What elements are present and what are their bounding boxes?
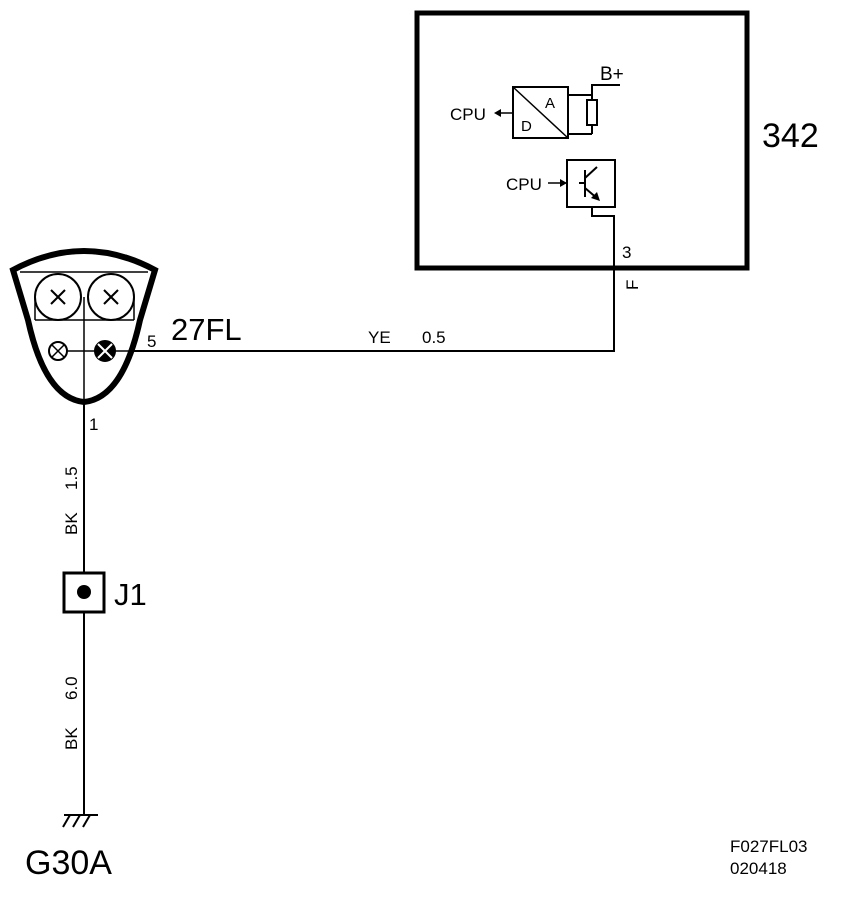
cpu-out-arrow-icon (494, 109, 501, 117)
ecu-pin-number: 3 (622, 243, 631, 262)
lamp-assembly: 5 27FL 1 (9, 248, 242, 434)
ecu-pin-code: F (623, 280, 642, 290)
bulb-icon (87, 273, 135, 321)
junction-box (62, 571, 106, 614)
cpu-in-label: CPU (506, 175, 542, 194)
ecu-module: 342 A D B+ CPU CPU 3 F (414, 10, 819, 290)
supply-label: B+ (600, 64, 624, 85)
indicator-lamp-icon (94, 340, 116, 362)
ground-wire-lower-color: BK (62, 727, 81, 750)
lamp-pin-ground: 1 (89, 415, 98, 434)
ground-icon (62, 814, 98, 828)
transistor-output-wire (591, 207, 615, 268)
pullup-resistor (586, 99, 598, 126)
ecu-id: 342 (762, 117, 819, 155)
adc-label-d: D (521, 118, 532, 135)
adc-label-a: A (545, 95, 555, 112)
drawing-code: F027FL03 (730, 837, 808, 856)
lamp-pin-out: 5 (147, 332, 156, 351)
junction: J1 (62, 571, 147, 614)
junction-dot (77, 585, 91, 599)
indicator-lamp-icon (48, 341, 68, 361)
supply-wire (568, 84, 620, 96)
adc-divider (512, 86, 569, 139)
transistor-block (566, 159, 616, 208)
cpu-in-arrow-icon (560, 179, 567, 187)
signal-wire-gauge: 0.5 (422, 328, 446, 347)
ground-wire-lower-gauge: 6.0 (62, 676, 81, 700)
ecu-box (414, 10, 750, 271)
lamp-internal-wiring (34, 297, 140, 402)
ground-wire-upper-color: BK (62, 512, 81, 535)
junction-id: J1 (114, 577, 147, 612)
cpu-out-label: CPU (450, 105, 486, 124)
bulb-icon (34, 273, 82, 321)
ground-wire-upper-gauge: 1.5 (62, 466, 81, 490)
lamp-id: 27FL (171, 312, 242, 347)
drawing-date: 020418 (730, 859, 787, 878)
signal-wire (118, 268, 615, 352)
transistor-emitter-arrow-icon (591, 192, 600, 201)
signal-wire-color: YE (368, 328, 391, 347)
ground-id: G30A (25, 844, 112, 882)
